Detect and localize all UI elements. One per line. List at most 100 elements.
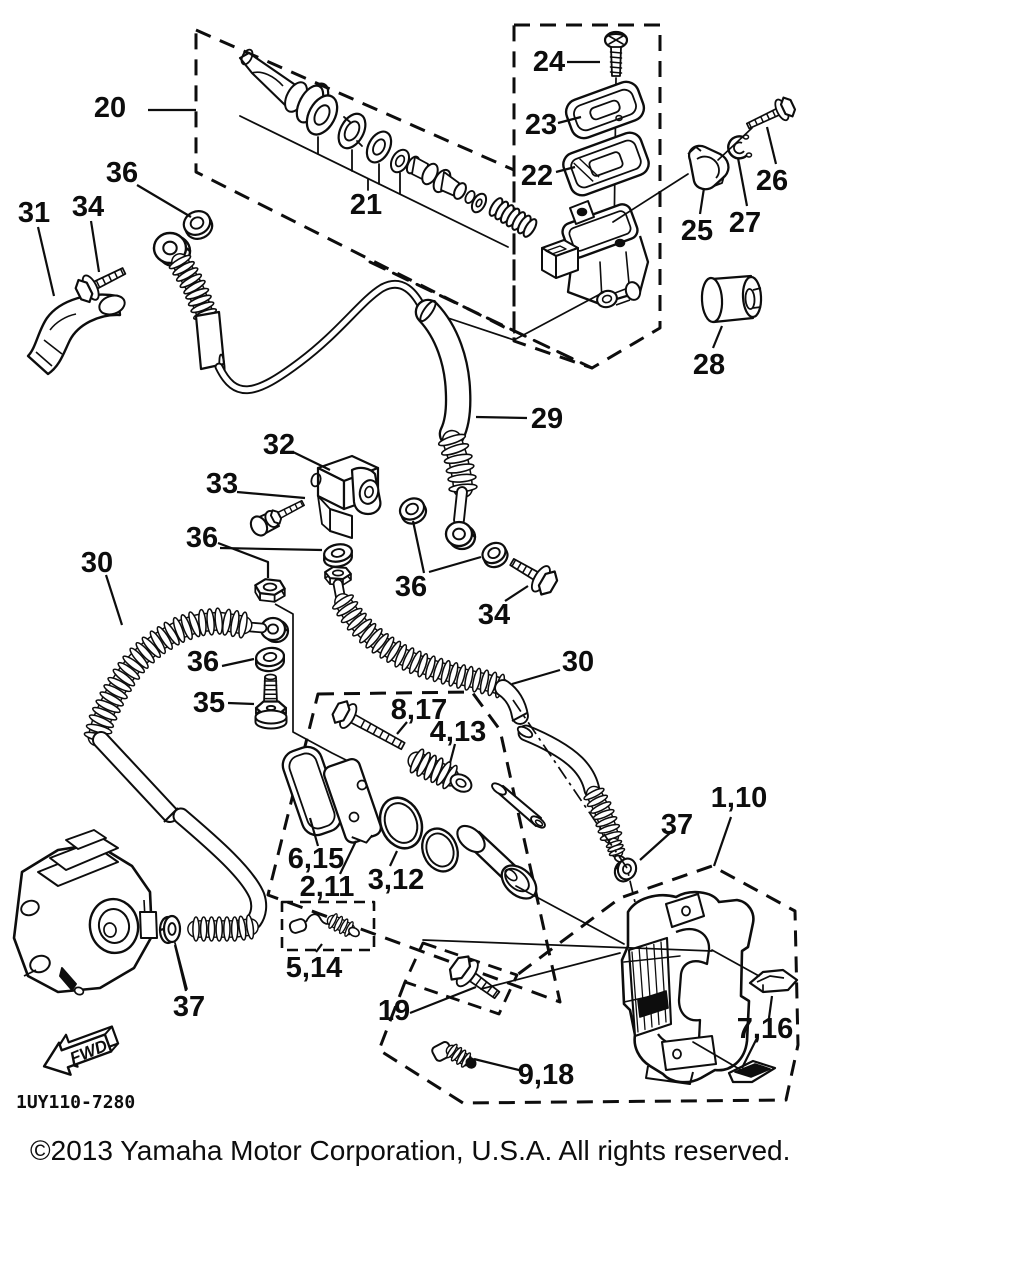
part-screw-24 — [603, 30, 629, 77]
part-pad-211 — [322, 758, 382, 844]
callout-26-9: 26 — [756, 165, 788, 197]
dashed-box-bolt19 — [403, 941, 519, 1016]
part-wedge-716b — [727, 1059, 777, 1084]
part-hose30R-sleeve2 — [516, 724, 601, 799]
part-hose29-coupling — [437, 429, 478, 499]
part-hose30R-ribs — [331, 593, 509, 699]
part-hose30L-sleeve2 — [172, 807, 268, 930]
callout-29-12: 29 — [531, 403, 563, 435]
part-seal-312a — [378, 796, 424, 850]
copyright-text: ©2013 Yamaha Motor Corporation, U.S.A. A… — [30, 1135, 790, 1166]
callout-36-15: 36 — [186, 522, 218, 554]
part-collector-21 — [239, 115, 509, 248]
drawing-code: 1UY110-7280 — [16, 1092, 135, 1113]
part-spring-mc — [488, 197, 538, 238]
line-kit-to-caliper-1 — [422, 939, 713, 952]
part-mc-body — [541, 200, 650, 309]
part-piston-caliper — [456, 824, 538, 900]
part-washer-37b — [613, 857, 638, 883]
part-piston-21 — [405, 155, 488, 214]
part-pushrod-boot — [238, 48, 330, 124]
callout-35-18: 35 — [193, 687, 225, 719]
callout-24-5: 24 — [533, 46, 565, 78]
part-caliper-body-110 — [620, 890, 755, 1085]
part-padspring-514 — [288, 913, 360, 938]
callout-4-13-23: 4,13 — [430, 716, 486, 748]
part-seal-312b — [421, 827, 459, 873]
part-washer-36d1 — [398, 497, 428, 525]
line-wedge-a — [711, 949, 760, 977]
part-bolt-34a — [74, 267, 127, 304]
line-kit-to-caliper-2 — [515, 885, 625, 945]
part-hose30R-sleeve1 — [494, 679, 529, 725]
part-hose30L-ribs — [83, 607, 253, 747]
callout-25-8: 25 — [681, 215, 713, 247]
part-washer-36c — [254, 646, 286, 673]
callout-36-1: 36 — [106, 157, 138, 189]
callout-37-31: 37 — [661, 809, 693, 841]
part-banjo-eye-29 — [444, 520, 477, 551]
callout-37-30: 37 — [173, 991, 205, 1023]
part-bushing-28 — [700, 274, 763, 324]
callout-36-17: 36 — [187, 646, 219, 678]
part-washer-37a — [158, 914, 182, 945]
part-eclip-27 — [727, 134, 753, 160]
callout-19-28: 19 — [378, 995, 410, 1027]
part-circlip — [337, 112, 367, 150]
callout-1-10-32: 1,10 — [711, 782, 767, 814]
dashed-box-caliper-kit — [266, 690, 562, 1004]
line-mc-to-hose29 — [429, 291, 605, 341]
callout-2-11-25: 2,11 — [300, 871, 355, 903]
part-washer-36b — [323, 543, 353, 568]
line-wedge-b — [692, 1041, 742, 1071]
part-boot-413 — [407, 748, 473, 793]
part-spring-boot — [168, 253, 218, 323]
callout-32-13: 32 — [263, 429, 295, 461]
part-ring-large — [305, 94, 339, 136]
callout-6-15-24: 6,15 — [288, 843, 344, 875]
part-washer-mid — [365, 130, 393, 164]
fwd-arrow: FWD — [42, 1025, 120, 1076]
callout-9-18-29: 9,18 — [518, 1059, 574, 1091]
part-hose29-pipe — [453, 486, 468, 526]
callout-3-12-26: 3,12 — [368, 864, 424, 896]
dashed-box-master-cylinder — [512, 23, 662, 370]
callout-30-21: 30 — [562, 646, 594, 678]
part-hose30L-coupling — [187, 914, 259, 942]
footer-texts: 1UY110-7280 ©2013 Yamaha Motor Corporati… — [16, 1092, 790, 1166]
part-plug-918 — [431, 1041, 477, 1069]
part-nut-36 — [254, 578, 286, 603]
part-hose-29 — [414, 298, 472, 448]
part-clamp-25 — [687, 144, 730, 191]
dashed-line-box-link — [368, 260, 594, 370]
part-caliper-left — [12, 829, 158, 996]
part-hose30R-coupling — [605, 837, 627, 864]
callout-7-16-33: 7,16 — [737, 1013, 793, 1045]
callout-8-17-22: 8,17 — [391, 694, 447, 726]
callout-21-4: 21 — [350, 189, 382, 221]
part-bolt-35 — [254, 673, 288, 730]
leader-lines — [36, 60, 778, 1073]
dashed-box-caliper-body — [377, 864, 800, 1105]
line-clamp-to-mc — [612, 173, 689, 223]
part-bolt-26 — [745, 96, 797, 130]
callout-5-14-27: 5,14 — [286, 952, 342, 984]
part-bolt-19 — [448, 955, 501, 1000]
dashed-box-pad-spring-kit — [280, 900, 376, 952]
part-hose-thin — [214, 279, 429, 395]
callout-27-10: 27 — [729, 207, 761, 239]
part-bolt-33 — [249, 499, 305, 537]
callout-30-16: 30 — [81, 547, 113, 579]
part-cap-23 — [564, 80, 646, 140]
callout-34-3: 34 — [72, 191, 104, 223]
part-bolt-34b — [509, 558, 559, 596]
callout-22-7: 22 — [521, 160, 553, 192]
part-bolt-817 — [331, 700, 406, 751]
callout-23-6: 23 — [525, 109, 557, 141]
callout-36-19: 36 — [395, 571, 427, 603]
callout-34-20: 34 — [478, 599, 510, 631]
part-wedge-716a — [748, 968, 799, 994]
line-zigzag — [274, 603, 353, 764]
